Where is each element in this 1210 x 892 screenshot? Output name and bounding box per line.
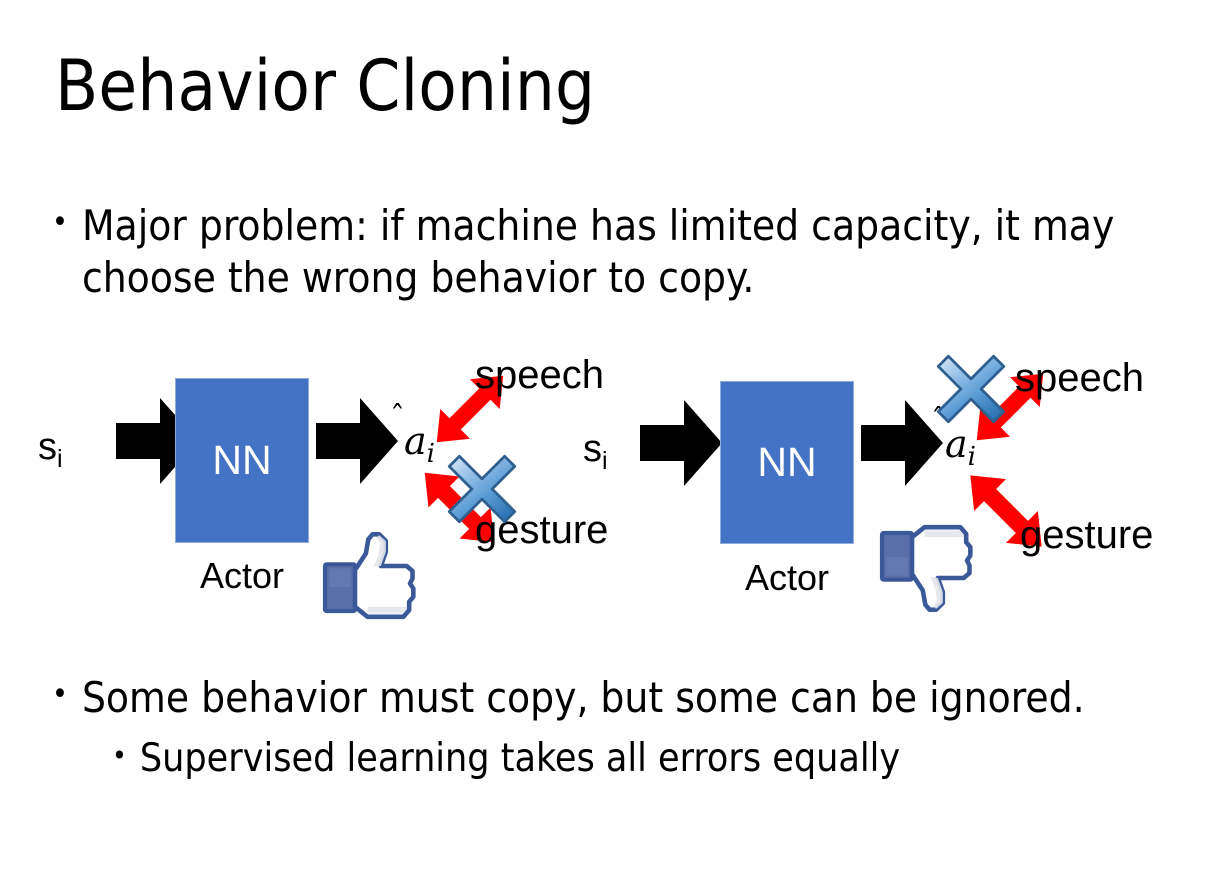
- bullet-bottom-level1-text: Some behavior must copy, but some can be…: [81, 673, 1085, 722]
- thumbs-down-icon-right: [877, 522, 977, 619]
- nn-box-right: NN: [720, 381, 854, 544]
- block-arrow-output-left: [316, 396, 398, 491]
- action-subscript: i: [426, 438, 435, 469]
- bullet-bottom-level1: • Some behavior must copy, but some can …: [52, 672, 1162, 724]
- output-label-speech-right: speech: [1015, 356, 1144, 400]
- nn-box-left: NN: [175, 378, 309, 543]
- page-title: Behavior Cloning: [55, 45, 596, 127]
- red-double-arrow-speech-left: [415, 354, 525, 469]
- bullet-marker-icon: •: [112, 739, 127, 772]
- state-subscript: i: [602, 447, 608, 475]
- output-label-gesture-right: gesture: [1020, 513, 1154, 557]
- bullet-bottom-level2: • Supervised learning takes all errors e…: [112, 734, 1162, 784]
- diagram-left: si NN Actor ̂ai: [20, 340, 620, 640]
- actor-label-left: Actor: [199, 555, 285, 596]
- nn-box-label: NN: [757, 439, 817, 485]
- action-symbol-with-hat: ̂a: [404, 419, 427, 463]
- thumbs-up-icon-left: [320, 530, 420, 627]
- bullet-marker-icon: •: [52, 205, 68, 240]
- blue-x-cross-icon-gesture-left: [443, 450, 521, 533]
- diagram-right: si NN Actor ̂ai: [565, 340, 1165, 640]
- state-subscript: i: [57, 445, 63, 473]
- state-symbol: s: [583, 428, 602, 470]
- bullet-top: • Major problem: if machine has limited …: [52, 200, 1142, 304]
- action-label-right: ̂ai: [945, 425, 976, 476]
- red-double-arrow-gesture-right: [947, 452, 1065, 575]
- state-label-left: si: [38, 428, 63, 478]
- bullet-marker-icon: •: [52, 677, 68, 712]
- state-symbol: s: [38, 426, 57, 468]
- bullet-bottom-level2-text: Supervised learning takes all errors equ…: [139, 736, 901, 781]
- output-label-speech-left: speech: [475, 353, 604, 397]
- nn-box-label: NN: [212, 437, 272, 483]
- action-symbol-with-hat: ̂a: [945, 422, 968, 466]
- state-label-right: si: [583, 430, 608, 480]
- block-arrow-input-right: [640, 398, 722, 493]
- blue-x-cross-icon-speech-right: [932, 350, 1010, 433]
- actor-label-right: Actor: [744, 557, 830, 598]
- red-double-arrow-speech-right: [955, 352, 1065, 467]
- block-arrow-output-right: [861, 398, 943, 493]
- output-label-gesture-left: gesture: [475, 508, 609, 552]
- bullet-top-text: Major problem: if machine has limited ca…: [81, 201, 1115, 302]
- action-subscript: i: [967, 441, 976, 472]
- action-label-left: ̂ai: [404, 422, 435, 473]
